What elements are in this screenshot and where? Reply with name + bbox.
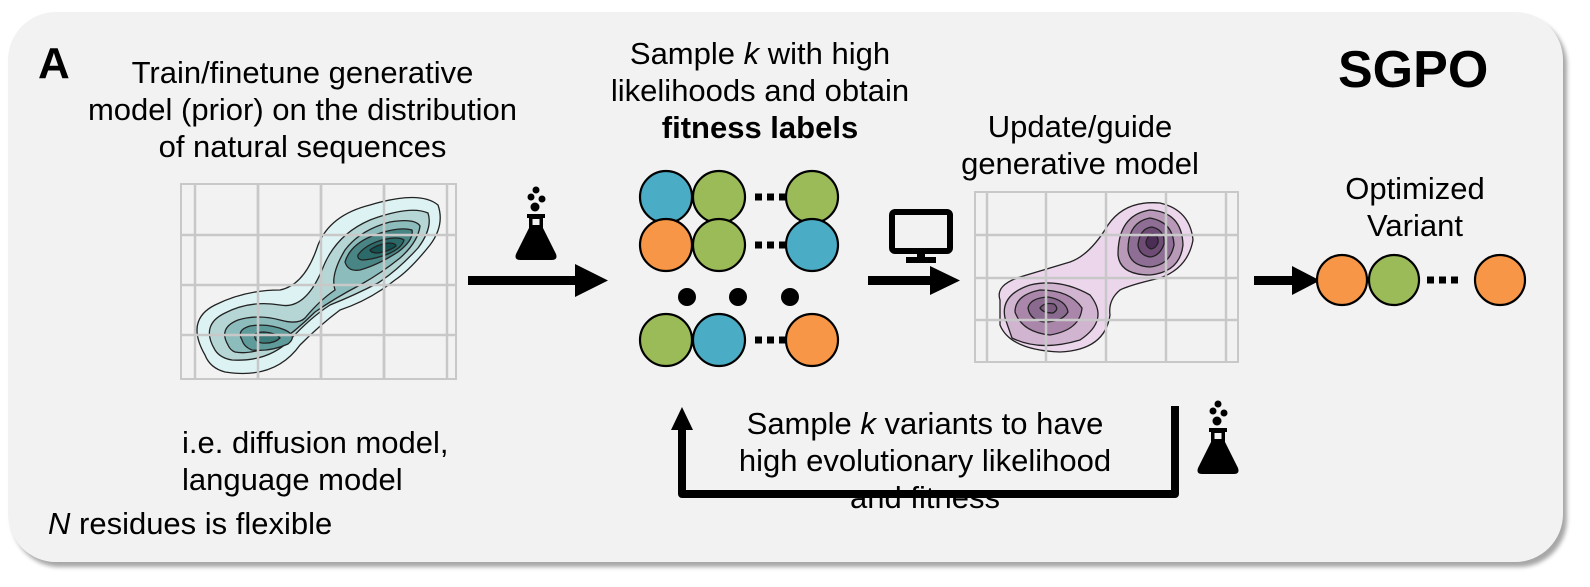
optimized-line-2: Variant [1367, 208, 1463, 243]
monitor-icon [889, 209, 953, 263]
prior-grid-h [181, 184, 456, 379]
residue-green [784, 169, 840, 225]
loop-line-1: Sample k variants to have [746, 406, 1104, 441]
train-step-label: Train/finetune generative model (prior) … [50, 54, 555, 165]
sequence-row [638, 169, 840, 225]
ellipsis-icon [755, 241, 786, 249]
arrow-right-icon [1254, 266, 1320, 295]
sample-line-2: likelihoods and obtain [610, 73, 910, 108]
arrow-right-icon [868, 266, 960, 295]
prior-density-plot [180, 183, 457, 380]
optimized-line-1: Optimized [1345, 171, 1485, 206]
examples-line-2: language model [182, 462, 403, 497]
sequence-row [638, 217, 840, 273]
residue-orange [784, 312, 840, 368]
residue-orange [1315, 253, 1369, 307]
loop-label: Sample k variants to have high evolution… [690, 405, 1160, 516]
optimized-sequence [1315, 253, 1527, 307]
sequence-row [638, 312, 840, 368]
residue-green [1367, 253, 1421, 307]
residue-blue [691, 312, 747, 368]
residue-orange [638, 217, 694, 273]
examples-line-1: i.e. diffusion model, [182, 425, 449, 460]
loop-line-2: high evolutionary likelihood [738, 443, 1112, 478]
flask-icon [515, 186, 557, 260]
residue-green [638, 312, 694, 368]
train-line-1: Train/finetune generative [131, 55, 474, 90]
residue-green [691, 217, 747, 273]
sample-step-label: Sample k with high likelihoods and obtai… [565, 35, 955, 146]
train-line-3: of natural sequences [158, 129, 447, 164]
residue-orange [1473, 253, 1527, 307]
residue-green [691, 169, 747, 225]
panel-letter: A [38, 39, 70, 88]
vertical-ellipsis [678, 288, 799, 306]
arrow-right-icon [468, 264, 608, 297]
flask-icon [1197, 400, 1239, 474]
train-line-2: model (prior) on the distribution [87, 92, 518, 127]
prior-examples-label: i.e. diffusion model, language model [182, 424, 449, 498]
guided-density-plot [974, 191, 1239, 363]
ellipsis-icon [755, 193, 786, 201]
sampled-sequences [638, 169, 840, 368]
flexibility-note: N residues is flexible [48, 506, 333, 541]
ellipsis-icon [1427, 276, 1458, 284]
ellipsis-icon [755, 336, 786, 344]
method-title: SGPO [1338, 41, 1489, 99]
sample-line-1: Sample k with high [629, 36, 891, 71]
sample-line-3: fitness labels [661, 110, 859, 145]
feedback-loop-arrow [671, 406, 1179, 498]
residue-blue [638, 169, 694, 225]
update-line-2: generative model [961, 146, 1199, 181]
residue-blue [784, 217, 840, 273]
update-step-label: Update/guide generative model [935, 108, 1225, 182]
optimized-variant-label: Optimized Variant [1275, 170, 1555, 244]
guided-grid [975, 192, 1238, 362]
update-line-1: Update/guide [987, 109, 1173, 144]
